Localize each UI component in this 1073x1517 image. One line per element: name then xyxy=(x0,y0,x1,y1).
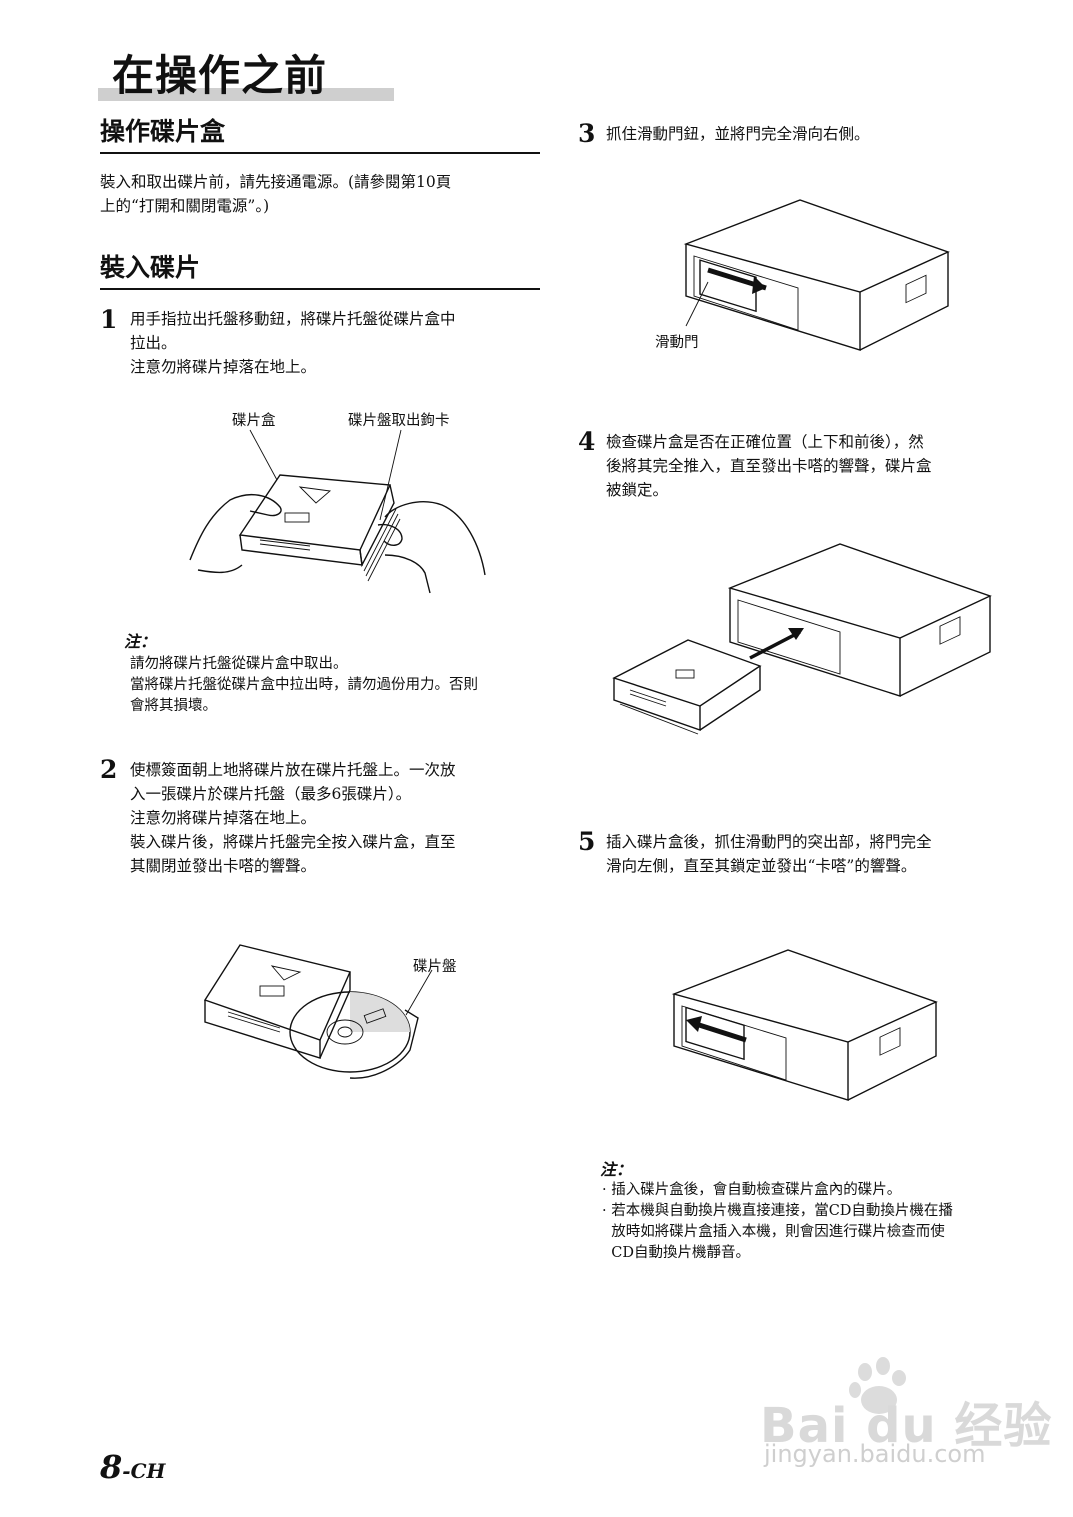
step-4-line-3: 被鎖定。 xyxy=(606,481,669,499)
label-tray: 碟片盤 xyxy=(413,959,457,975)
note-2-line-2: · 若本機與自動換片機直接連接，當CD自動換片機在播 xyxy=(602,1203,953,1219)
watermark-url: jingyan.baidu.com xyxy=(764,1440,986,1468)
note-1-line-3: 會將其損壞。 xyxy=(130,698,217,714)
page-number: 8-CH xyxy=(100,1448,165,1486)
page-title-block: 在操作之前 xyxy=(98,50,394,104)
label-tray-hook: 碟片盤取出鉤卡 xyxy=(348,413,450,429)
step-number: 5 xyxy=(578,827,596,856)
step-2-line-3: 注意勿將碟片掉落在地上。 xyxy=(130,809,317,827)
figure-pull-tray-illustration xyxy=(189,429,486,594)
step-5-line-2: 滑向左側，直至其鎖定並發出“卡嗒”的響聲。 xyxy=(606,857,917,875)
section-rule xyxy=(100,152,540,154)
step-1-line-1: 用手指拉出托盤移動鈕，將碟片托盤從碟片盒中 xyxy=(130,310,456,328)
intro-line-2: 上的“打開和關閉電源”。) xyxy=(100,197,270,215)
note-label: 注： xyxy=(124,632,157,651)
section-heading-cartridge: 操作碟片盒 xyxy=(100,117,226,146)
note-2-line-1: · 插入碟片盒後，會自動檢查碟片盒內的碟片。 xyxy=(602,1182,902,1198)
note-2-line-3: 放時如將碟片盒插入本機，則會因進行碟片檢查而使 xyxy=(602,1224,945,1240)
watermark-logo: Bai du 经验 xyxy=(760,1398,1053,1454)
step-4-line-2: 後將其完全推入，直至發出卡嗒的響聲，碟片盒 xyxy=(606,457,932,475)
step-1-line-3: 注意勿將碟片掉落在地上。 xyxy=(130,358,317,376)
note-label: 注： xyxy=(600,1160,633,1179)
note-1-line-2: 當將碟片托盤從碟片盒中拉出時，請勿過份用力。否則 xyxy=(130,677,478,693)
page-number-digit: 8 xyxy=(100,1448,123,1486)
step-2-line-2: 入一張碟片於碟片托盤（最多6張碟片）。 xyxy=(130,785,412,803)
figure-insert-cartridge-illustration xyxy=(612,543,992,735)
section-heading-loading: 裝入碟片 xyxy=(100,253,201,282)
figure-disc-tray-illustration xyxy=(203,944,433,1079)
step-number: 1 xyxy=(100,305,118,334)
intro-line-1: 裝入和取出碟片前，請先接通電源。(請參閱第10頁 xyxy=(100,173,452,191)
step-2-line-4: 裝入碟片後，將碟片托盤完全按入碟片盒，直至 xyxy=(130,833,456,851)
label-slide-door: 滑動門 xyxy=(655,335,699,351)
step-1-line-2: 拉出。 xyxy=(130,334,177,352)
step-number: 4 xyxy=(578,427,596,456)
paw-logo-icon xyxy=(849,1357,906,1414)
step-3-line-1: 抓住滑動門鈕，並將門完全滑向右側。 xyxy=(606,125,870,143)
section-rule xyxy=(100,288,540,290)
note-1-line-1: 請勿將碟片托盤從碟片盒中取出。 xyxy=(130,656,348,672)
title-underline-bar xyxy=(98,88,394,101)
step-2-line-1: 使標簽面朝上地將碟片放在碟片托盤上。一次放 xyxy=(130,761,456,779)
note-2-line-4: CD自動換片機靜音。 xyxy=(602,1245,750,1261)
label-cartridge: 碟片盒 xyxy=(232,413,276,429)
step-number: 2 xyxy=(100,755,118,784)
page-number-suffix: -CH xyxy=(122,1459,166,1483)
step-4-line-1: 檢查碟片盒是否在正確位置（上下和前後），然 xyxy=(606,433,924,451)
page-title: 在操作之前 xyxy=(112,51,328,100)
figure-slide-door-left-illustration xyxy=(671,949,938,1101)
step-5-line-1: 插入碟片盒後，抓住滑動門的突出部，將門完全 xyxy=(606,833,932,851)
step-2-line-5: 其關閉並發出卡嗒的響聲。 xyxy=(130,857,317,875)
figure-slide-door-right-illustration xyxy=(683,199,950,351)
step-number: 3 xyxy=(578,119,596,148)
